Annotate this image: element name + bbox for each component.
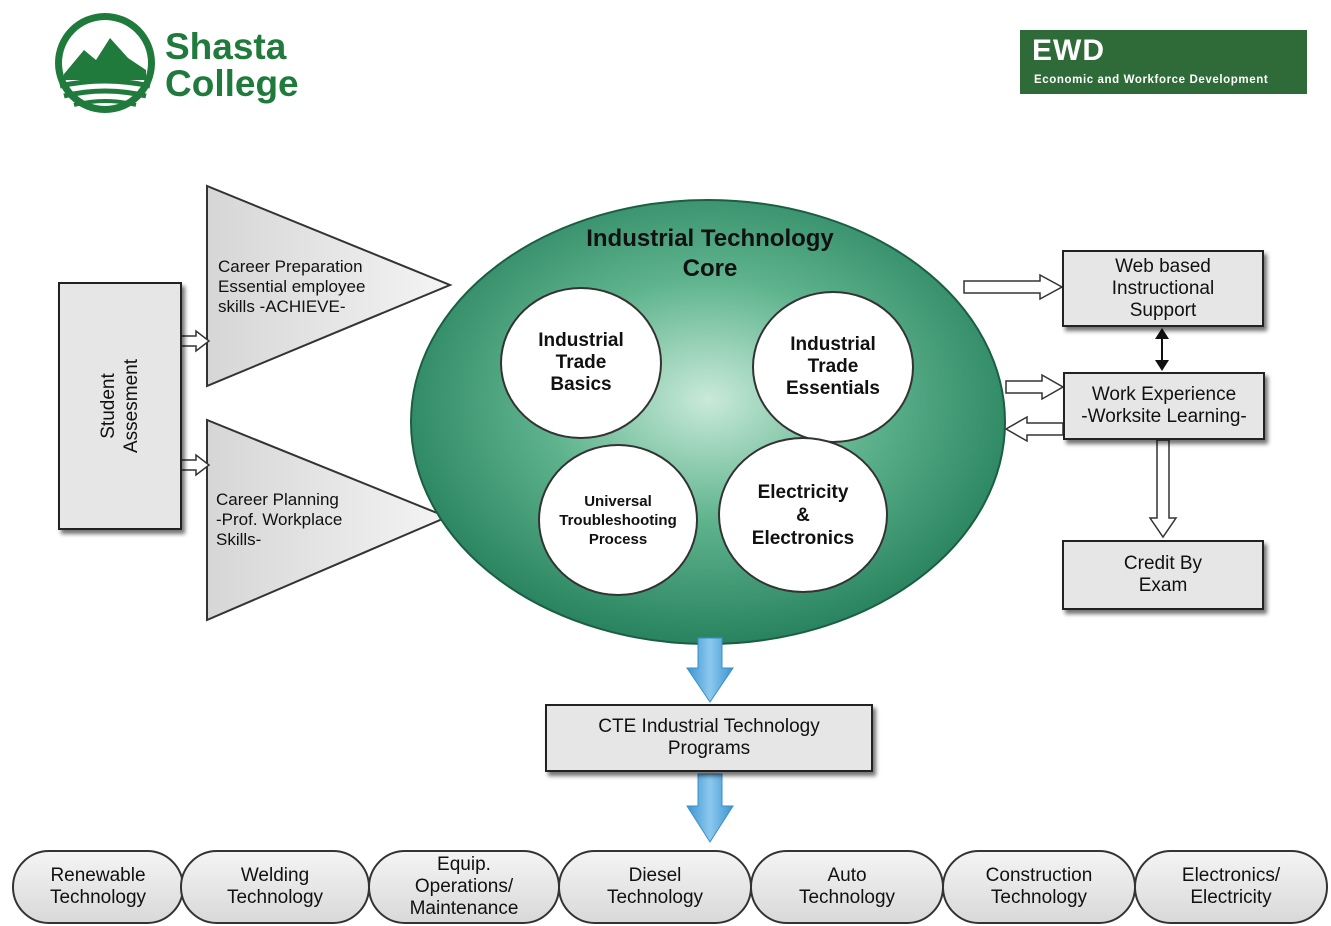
student-assessment-box: Student Assesment [58,282,182,530]
module-electricity-electronics: Electricity & Electronics [718,437,888,593]
double-arrow-head-down [1155,360,1169,371]
ewd-logo: EWD Economic and Workforce Development [1020,30,1307,94]
arrow-core-to-web-support [963,273,1064,301]
cte-programs-box: CTE Industrial Technology Programs [545,704,873,772]
program-auto-technology: Auto Technology [750,850,944,924]
arrow-to-career-preparation [177,329,211,353]
work-experience-box: Work Experience -Worksite Learning- [1063,372,1265,440]
module-universal-troubleshooting-process: Universal Troubleshooting Process [538,444,698,596]
career-preparation-label: Career Preparation Essential employee sk… [218,257,366,316]
arrow-work-experience-to-core [1004,415,1064,443]
program-construction-technology: Construction Technology [942,850,1136,924]
module-industrial-trade-essentials: Industrial Trade Essentials [752,291,914,443]
double-arrow-head-up [1155,328,1169,339]
core-title: Industrial Technology Core [586,225,834,282]
student-assessment-label: Student Assesment [98,359,142,453]
program-welding-technology: Welding Technology [180,850,370,924]
college-name: Shasta College [165,26,299,104]
blue-arrow-cte-to-programs [686,773,734,843]
ewd-subtitle: Economic and Workforce Development [1034,74,1269,86]
career-preparation-triangle [206,184,453,388]
mountain-logo-icon [55,13,155,113]
program-electronics-electricity: Electronics/ Electricity [1134,850,1328,924]
arrow-work-to-credit [1148,439,1178,539]
arrow-core-to-work-experience [1005,373,1065,401]
web-support-box: Web based Instructional Support [1062,250,1264,327]
blue-arrow-core-to-cte [686,637,734,703]
career-planning-label: Career Planning -Prof. Workplace Skills- [216,490,343,549]
arrow-to-career-planning [177,453,211,477]
program-equip-operations-maintenance: Equip. Operations/ Maintenance [368,850,560,924]
ewd-title: EWD [1032,34,1105,67]
credit-by-exam-box: Credit By Exam [1062,540,1264,610]
program-renewable-technology: Renewable Technology [12,850,184,924]
program-diesel-technology: Diesel Technology [558,850,752,924]
module-industrial-trade-basics: Industrial Trade Basics [500,287,662,439]
career-planning-triangle [206,418,450,622]
